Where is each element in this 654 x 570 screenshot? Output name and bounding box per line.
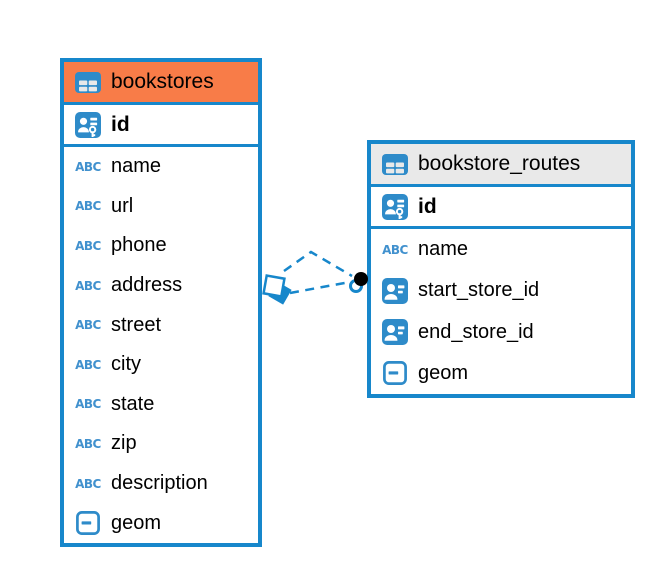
column-row-url[interactable]: ABC url [64,186,258,227]
column-label: description [111,472,208,495]
text-type-icon: ABC [75,476,101,491]
column-row-id[interactable]: id [64,105,258,147]
column-row-zip[interactable]: ABC zip [64,424,258,464]
text-type-icon: ABC [75,238,101,253]
primary-key-icon [73,111,103,138]
column-row-description[interactable]: ABC description [64,463,258,504]
column-label: phone [111,234,167,257]
column-row-id[interactable]: id [371,187,631,229]
table-title: bookstores [111,70,214,93]
relationship-line-group[interactable] [262,250,369,305]
geometry-type-icon [73,511,103,536]
text-type-icon: ABC [75,397,101,412]
column-label: start_store_id [418,279,540,302]
column-label: end_store_id [418,320,534,343]
table-icon: svg .cell{fill:#E9E9E9} [380,153,410,175]
column-label: id [111,112,130,136]
relationship-line-upper[interactable] [283,250,353,278]
column-row-state[interactable]: ABC state [64,384,258,425]
table-icon: svg .cell{fill:#F87C48} [73,71,103,93]
table-bookstore-routes-header[interactable]: svg .cell{fill:#E9E9E9} bookstore_routes [371,144,631,187]
column-label: id [418,194,437,218]
relationship-source-handle[interactable] [262,274,292,305]
column-row-phone[interactable]: ABC phone [64,226,258,266]
geometry-type-icon [380,361,410,386]
column-label: name [111,155,162,178]
table-bookstore-routes[interactable]: svg .cell{fill:#E9E9E9} bookstore_routes… [367,140,635,398]
relationship-line-lower[interactable] [289,280,351,295]
column-row-name[interactable]: ABC name [371,229,631,271]
column-label: geom [418,361,469,384]
column-label: geom [111,511,162,534]
column-label: street [111,313,162,336]
column-label: city [111,353,141,376]
text-type-icon: ABC [75,278,101,293]
table-fields: ABC name ABC url ABC phone ABC address A… [64,147,258,543]
column-row-start-store-id[interactable]: start_store_id [371,270,631,312]
table-title: bookstore_routes [418,152,581,175]
column-label: name [418,238,469,261]
column-row-geom[interactable]: geom [371,352,631,394]
column-label: address [111,274,183,297]
text-type-icon: ABC [75,199,101,214]
column-row-geom[interactable]: geom [64,503,258,543]
column-label: state [111,392,155,415]
column-row-end-store-id[interactable]: end_store_id [371,311,631,353]
table-fields: ABC name start_store_id end_store_id ge [371,229,631,394]
text-type-icon: ABC [75,357,101,372]
column-row-street[interactable]: ABC street [64,305,258,345]
column-row-city[interactable]: ABC city [64,344,258,385]
text-type-icon: ABC [382,242,408,257]
text-type-icon: ABC [75,318,101,333]
column-row-name[interactable]: ABC name [64,147,258,187]
column-label: zip [111,432,137,455]
table-bookstores[interactable]: svg .cell{fill:#F87C48} bookstores id AB… [60,58,262,547]
primary-key-icon [380,193,410,220]
column-label: url [111,194,134,217]
foreign-key-icon [380,277,410,304]
column-row-address[interactable]: ABC address [64,265,258,306]
text-type-icon: ABC [75,436,101,451]
text-type-icon: ABC [75,159,101,174]
relationship-target-handle[interactable] [349,272,369,293]
table-bookstores-header[interactable]: svg .cell{fill:#F87C48} bookstores [64,62,258,105]
foreign-key-icon [380,319,410,346]
